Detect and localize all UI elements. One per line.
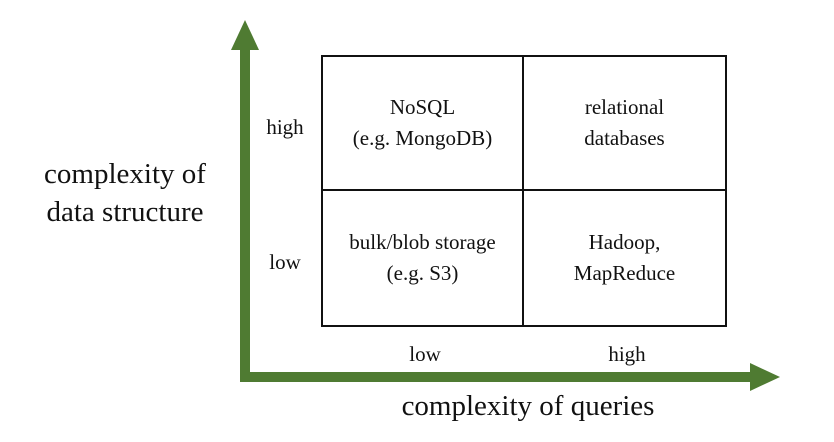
quadrant-nosql: NoSQL (e.g. MongoDB) — [323, 57, 524, 191]
y-axis-arrowhead — [231, 20, 259, 50]
y-tick-high: high — [266, 115, 304, 139]
y-axis-title-line: data structure — [46, 196, 204, 228]
quadrant-label: relational — [584, 95, 665, 119]
x-axis-title: complexity of queries — [401, 390, 655, 422]
x-tick-low: low — [409, 342, 441, 366]
y-axis-title-line: complexity of — [44, 158, 206, 190]
y-tick-low: low — [269, 250, 301, 274]
quadrant-grid: NoSQL (e.g. MongoDB) relational database… — [321, 55, 727, 327]
quadrant-label: bulk/blob storage — [349, 230, 496, 254]
quadrant-label: MapReduce — [573, 261, 676, 285]
quadrant-label: NoSQL — [389, 95, 456, 119]
quadrant-label: Hadoop, — [588, 230, 661, 254]
x-axis-arrowhead — [750, 363, 780, 391]
x-tick-high: high — [608, 342, 646, 366]
quadrant-label: databases — [584, 126, 665, 150]
quadrant-blob-storage: bulk/blob storage (e.g. S3) — [323, 191, 524, 325]
quadrant-hadoop: Hadoop, MapReduce — [524, 191, 725, 325]
quadrant-example: (e.g. MongoDB) — [352, 126, 493, 150]
quadrant-example: (e.g. S3) — [386, 261, 459, 285]
quadrant-relational-databases: relational databases — [524, 57, 725, 191]
y-axis-title: complexity of data structure — [20, 155, 230, 231]
